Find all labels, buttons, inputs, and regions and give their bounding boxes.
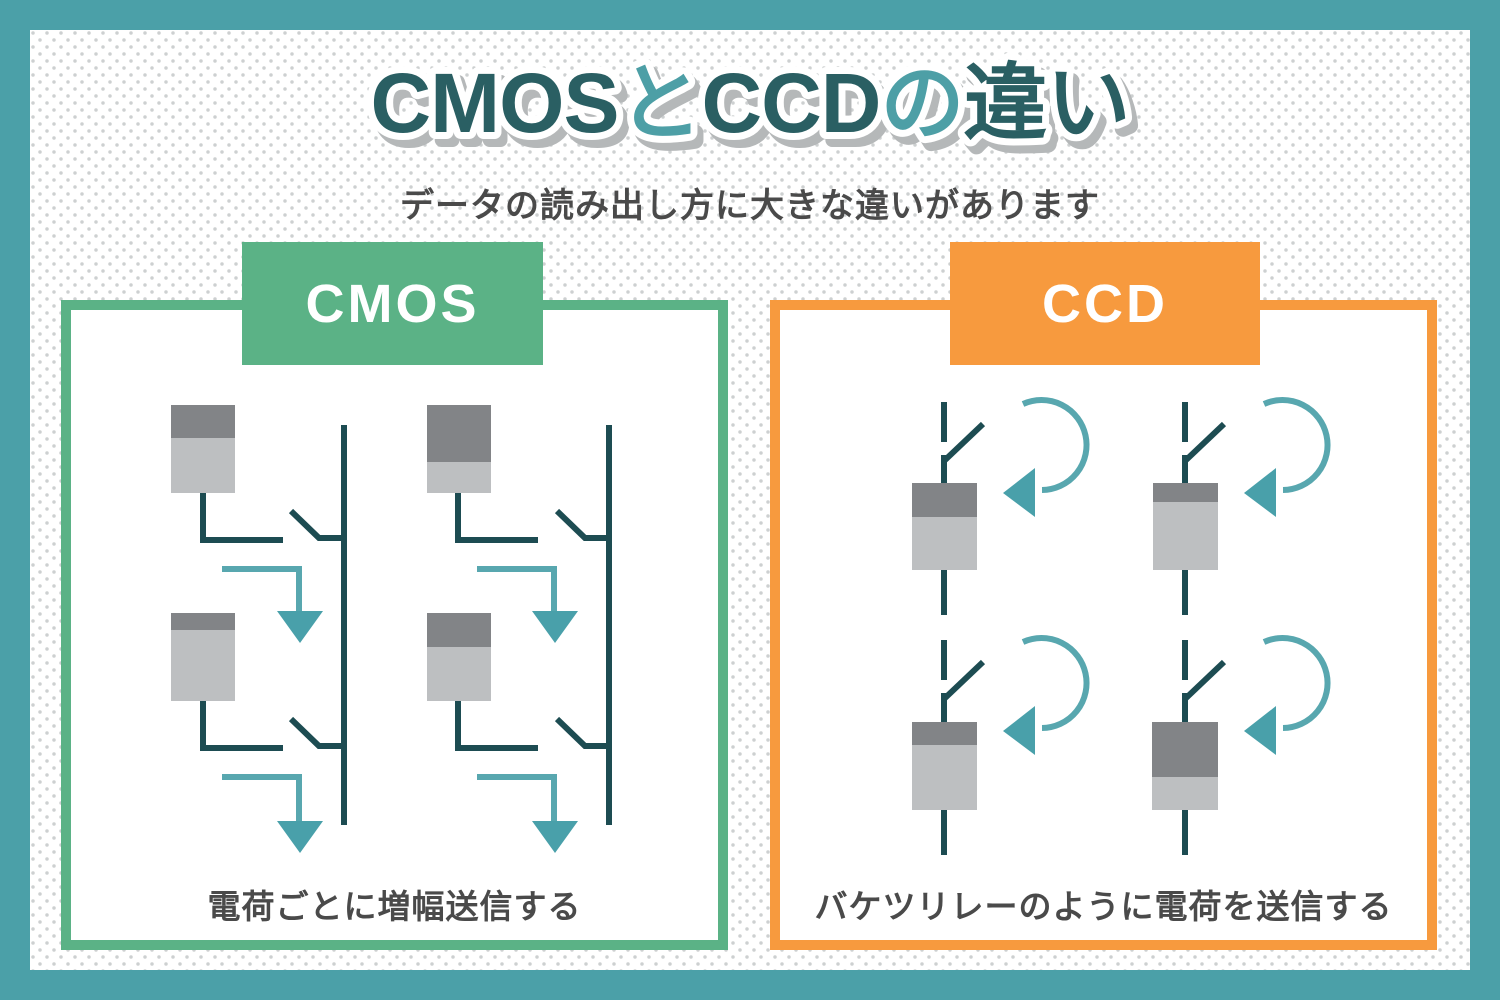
page-title-text: CMOSとCCDの違い	[370, 56, 1129, 150]
cmos-panel-header: CMOS	[242, 242, 543, 365]
page-subtitle: データの読み出し方に大きな違いがあります	[400, 187, 1100, 225]
ccd-panel-header: CCD	[950, 242, 1260, 365]
page-title-shadow: CMOSとCCDの違い	[376, 64, 1135, 158]
ccd-panel	[770, 300, 1437, 950]
page-title: CMOSとCCDの違い CMOSとCCDの違い	[363, 49, 1143, 165]
cmos-panel	[61, 300, 728, 950]
cmos-caption: 電荷ごとに増幅送信する	[207, 888, 582, 925]
ccd-caption: バケツリレーのように電荷を送信する	[814, 888, 1393, 925]
